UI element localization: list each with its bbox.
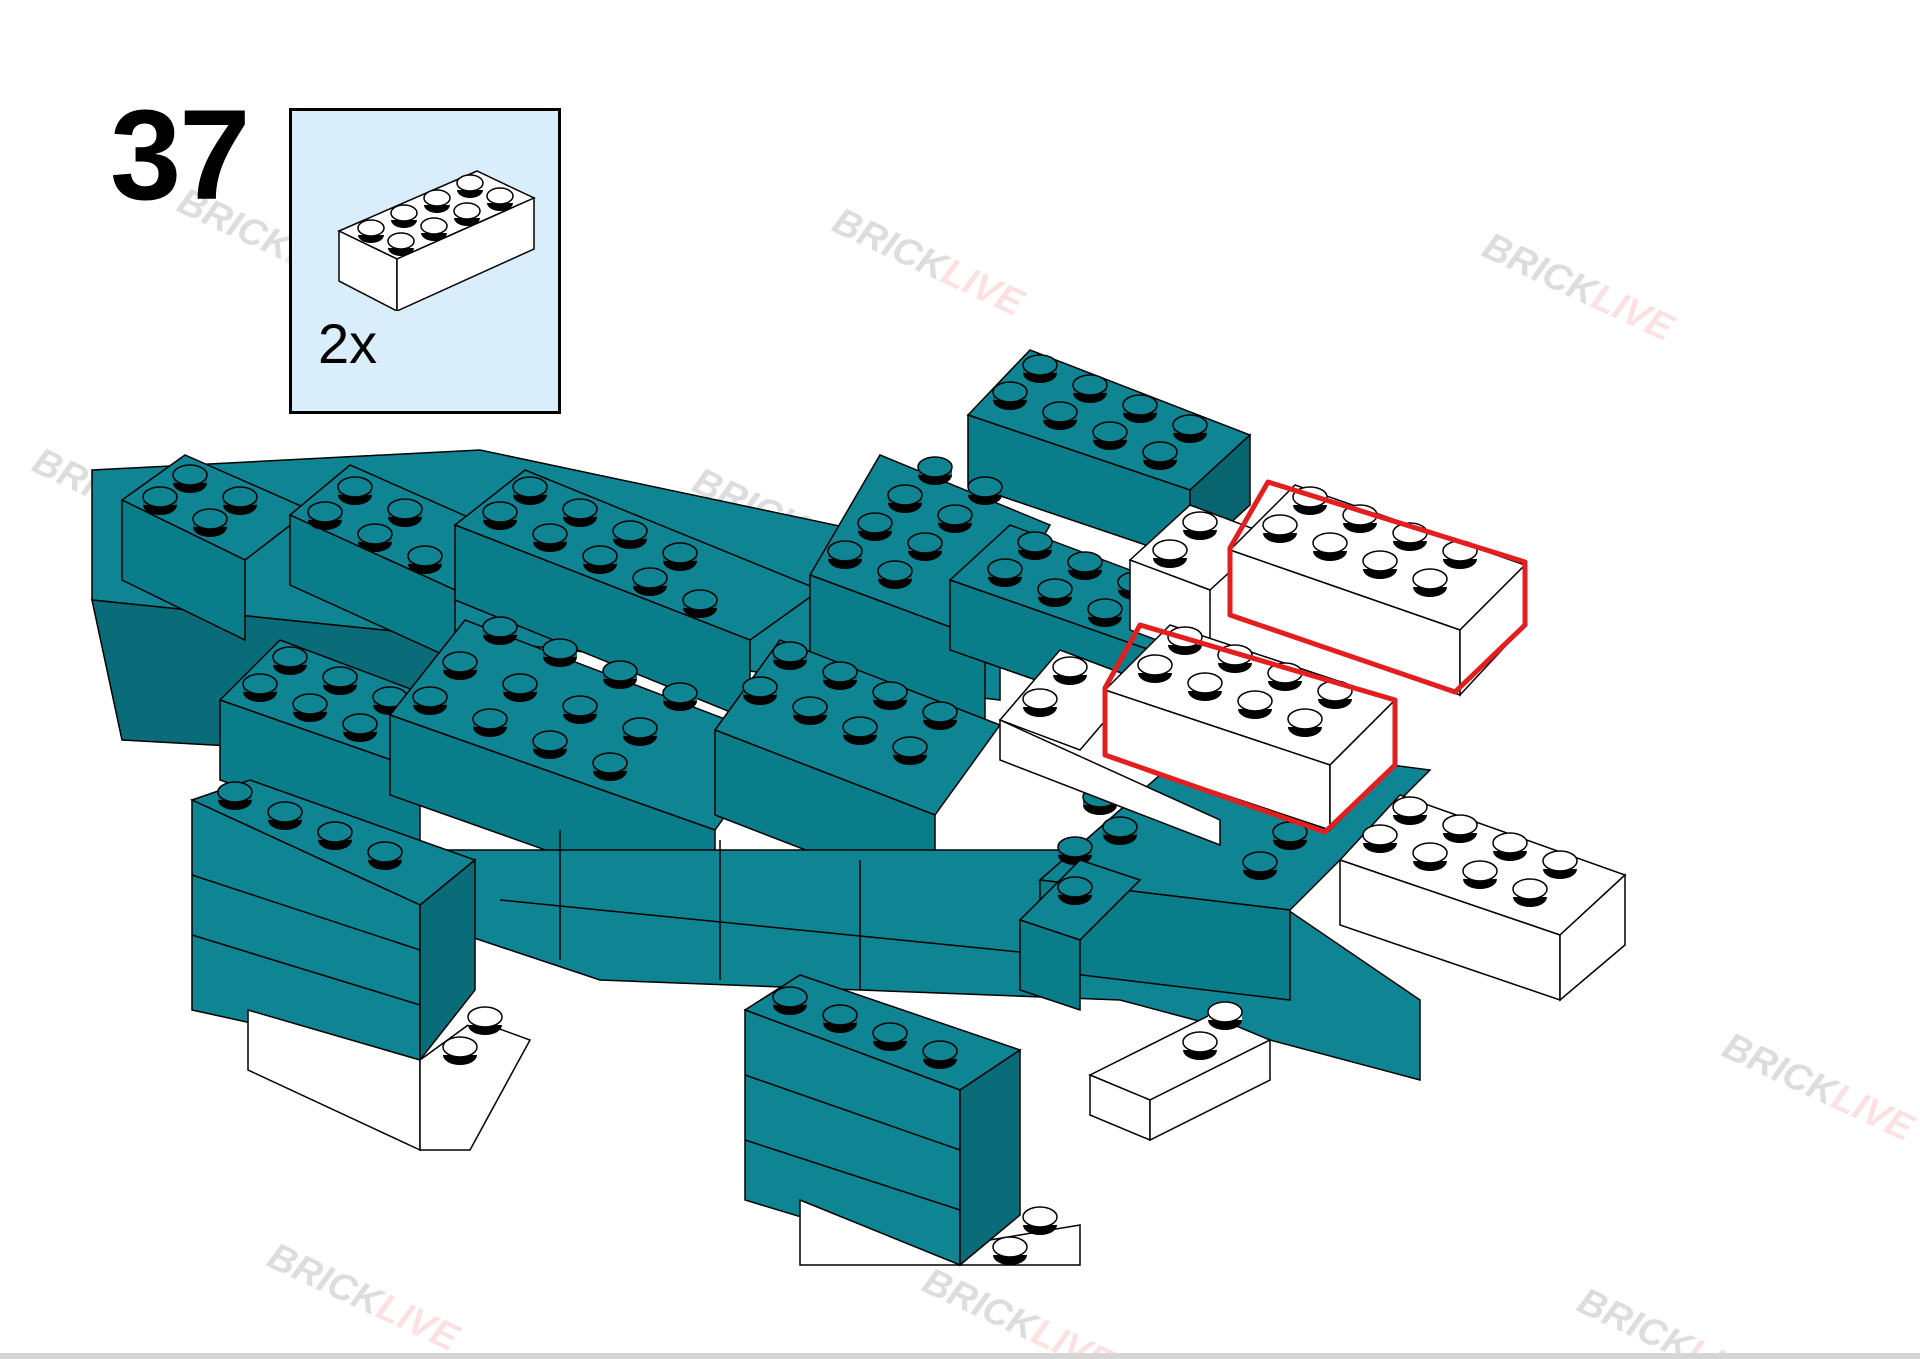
- brick-white-lower-jaw: [1338, 794, 1627, 1002]
- brick-teal-cheek: [1018, 859, 1142, 1012]
- new-brick-white-lower: [1102, 622, 1398, 835]
- part-brick-white-2x4-icon: [337, 170, 536, 311]
- left-rear-leg: [743, 974, 1081, 1267]
- parts-callout: 2x: [289, 108, 561, 414]
- new-brick-white-upper: [1227, 479, 1528, 697]
- part-quantity: 2x: [318, 312, 378, 375]
- left-front-leg: [189, 779, 532, 1152]
- highlight-outline: [1227, 479, 1528, 695]
- brick-teal-top-long: [453, 469, 822, 722]
- highlight-outline: [1102, 622, 1398, 835]
- step-number: 37: [110, 84, 250, 227]
- right-leg-white: [1088, 1001, 1272, 1142]
- page-bottom-rule: [0, 1353, 1920, 1359]
